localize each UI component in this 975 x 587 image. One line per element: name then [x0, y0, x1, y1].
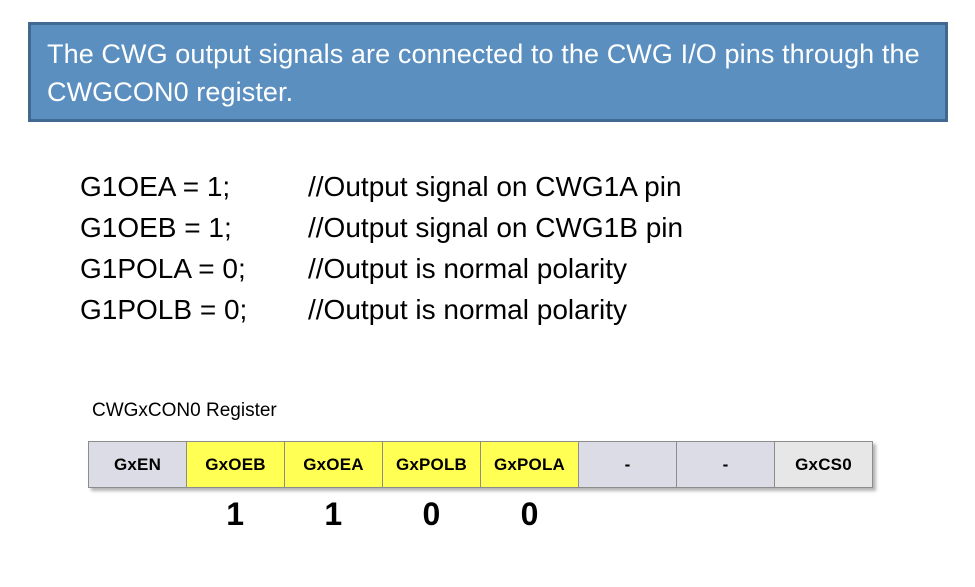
register-bit-value — [775, 494, 873, 534]
register-bit-value — [88, 494, 186, 534]
register-bit-value — [677, 494, 775, 534]
code-comment: //Output is normal polarity — [308, 253, 628, 284]
code-line: G1POLA = 0; //Output is normal polarity — [80, 248, 910, 289]
code-comment: //Output signal on CWG1A pin — [308, 171, 682, 202]
register-cell: GxOEA — [285, 442, 383, 487]
register-cell: - — [579, 442, 677, 487]
register-cell: GxEN — [89, 442, 187, 487]
code-block: G1OEA = 1; //Output signal on CWG1A pin … — [80, 166, 910, 330]
register-caption: CWGxCON0 Register — [92, 400, 277, 421]
code-line: G1OEA = 1; //Output signal on CWG1A pin — [80, 166, 910, 207]
register-cell: GxPOLB — [383, 442, 481, 487]
register-cell: GxPOLA — [481, 442, 579, 487]
register-bit-values: 1 1 0 0 — [88, 494, 873, 534]
code-line: G1POLB = 0; //Output is normal polarity — [80, 289, 910, 330]
code-comment: //Output is normal polarity — [308, 294, 628, 325]
code-statement: G1OEB = 1; — [80, 212, 232, 243]
header-banner: The CWG output signals are connected to … — [28, 22, 948, 122]
code-statement: G1POLB = 0; — [80, 294, 248, 325]
register-bit-value: 0 — [520, 495, 539, 532]
code-line: G1OEB = 1; //Output signal on CWG1B pin — [80, 207, 910, 248]
register-bit-value: 0 — [422, 495, 441, 532]
register-bit-value: 1 — [324, 495, 343, 532]
code-statement: G1POLA = 0; — [80, 253, 246, 284]
code-comment: //Output signal on CWG1B pin — [308, 212, 684, 243]
register-bit-value — [579, 494, 677, 534]
register-cell: - — [677, 442, 775, 487]
register-bit-value: 1 — [226, 495, 245, 532]
code-statement: G1OEA = 1; — [80, 171, 231, 202]
banner-text: The CWG output signals are connected to … — [47, 39, 928, 107]
register-cell: GxOEB — [187, 442, 285, 487]
register-table: GxEN GxOEB GxOEA GxPOLB GxPOLA - - GxCS0 — [88, 441, 873, 488]
register-cell: GxCS0 — [775, 442, 872, 487]
